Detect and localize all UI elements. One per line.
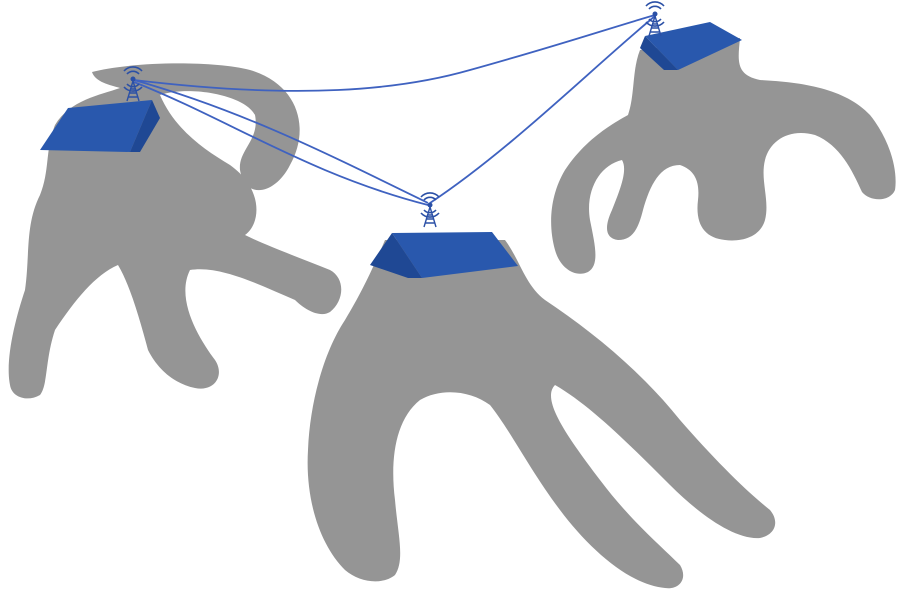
wire-left-to-middle-lower <box>133 81 429 206</box>
right-creature-roof-edge <box>640 36 678 70</box>
right-creature-body <box>551 38 896 274</box>
middle-creature <box>307 232 776 589</box>
wire-left-to-right <box>133 14 656 92</box>
right-creature-roof <box>645 22 742 70</box>
middle-creature-body <box>307 240 776 589</box>
left-creature <box>8 63 342 399</box>
left-creature-roof-edge <box>130 100 160 152</box>
wire-middle-to-right <box>429 15 656 204</box>
middle-creature-roof-edge <box>370 233 422 278</box>
radio-tower-icon <box>645 1 665 37</box>
wire-left-to-middle-upper <box>133 79 429 204</box>
network-wires <box>133 14 656 206</box>
left-creature-body <box>8 63 342 399</box>
right-antenna <box>645 1 665 37</box>
right-creature <box>551 22 896 274</box>
left-creature-roof <box>40 100 152 152</box>
middle-creature-roof <box>392 232 518 278</box>
